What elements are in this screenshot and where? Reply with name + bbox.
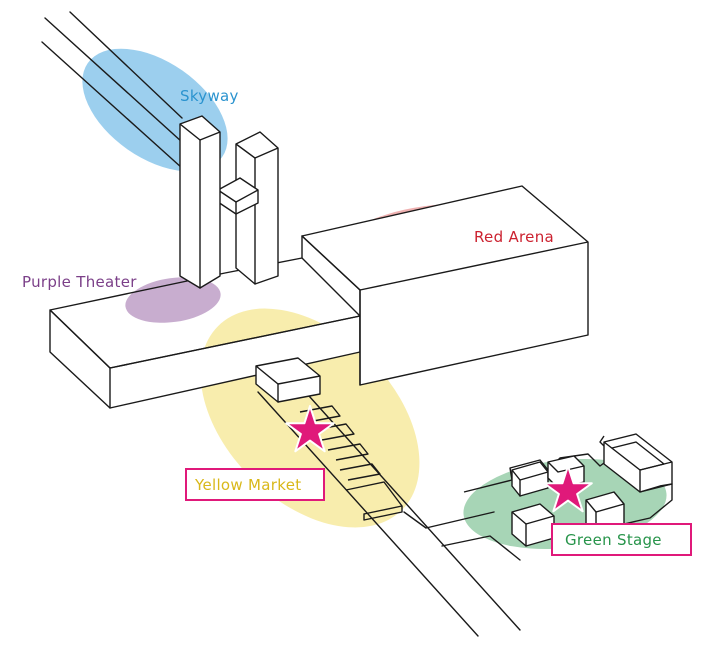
market-stairs [255,357,521,637]
map-line-art [41,11,673,637]
yellow-market-tag[interactable]: Yellow Market [185,468,325,501]
star-icon[interactable] [285,405,335,453]
green-stage-paths [403,511,521,561]
purple-theater-label: Purple Theater [22,273,137,291]
red-arena-building [301,185,589,386]
star-icon[interactable] [543,465,593,513]
green-stage-label: Green Stage [565,531,662,549]
zone-labels: Skyway Red Arena Purple Theater Yellow M… [22,87,692,556]
green-stage-tag[interactable]: Green Stage [551,523,692,556]
yellow-market-label: Yellow Market [194,476,301,494]
red-arena-label: Red Arena [474,228,554,246]
towers [179,115,279,289]
markers [285,405,593,513]
skyway-rails [41,11,183,169]
skyway-label: Skyway [180,87,239,105]
skyway-zone[interactable] [60,24,249,197]
